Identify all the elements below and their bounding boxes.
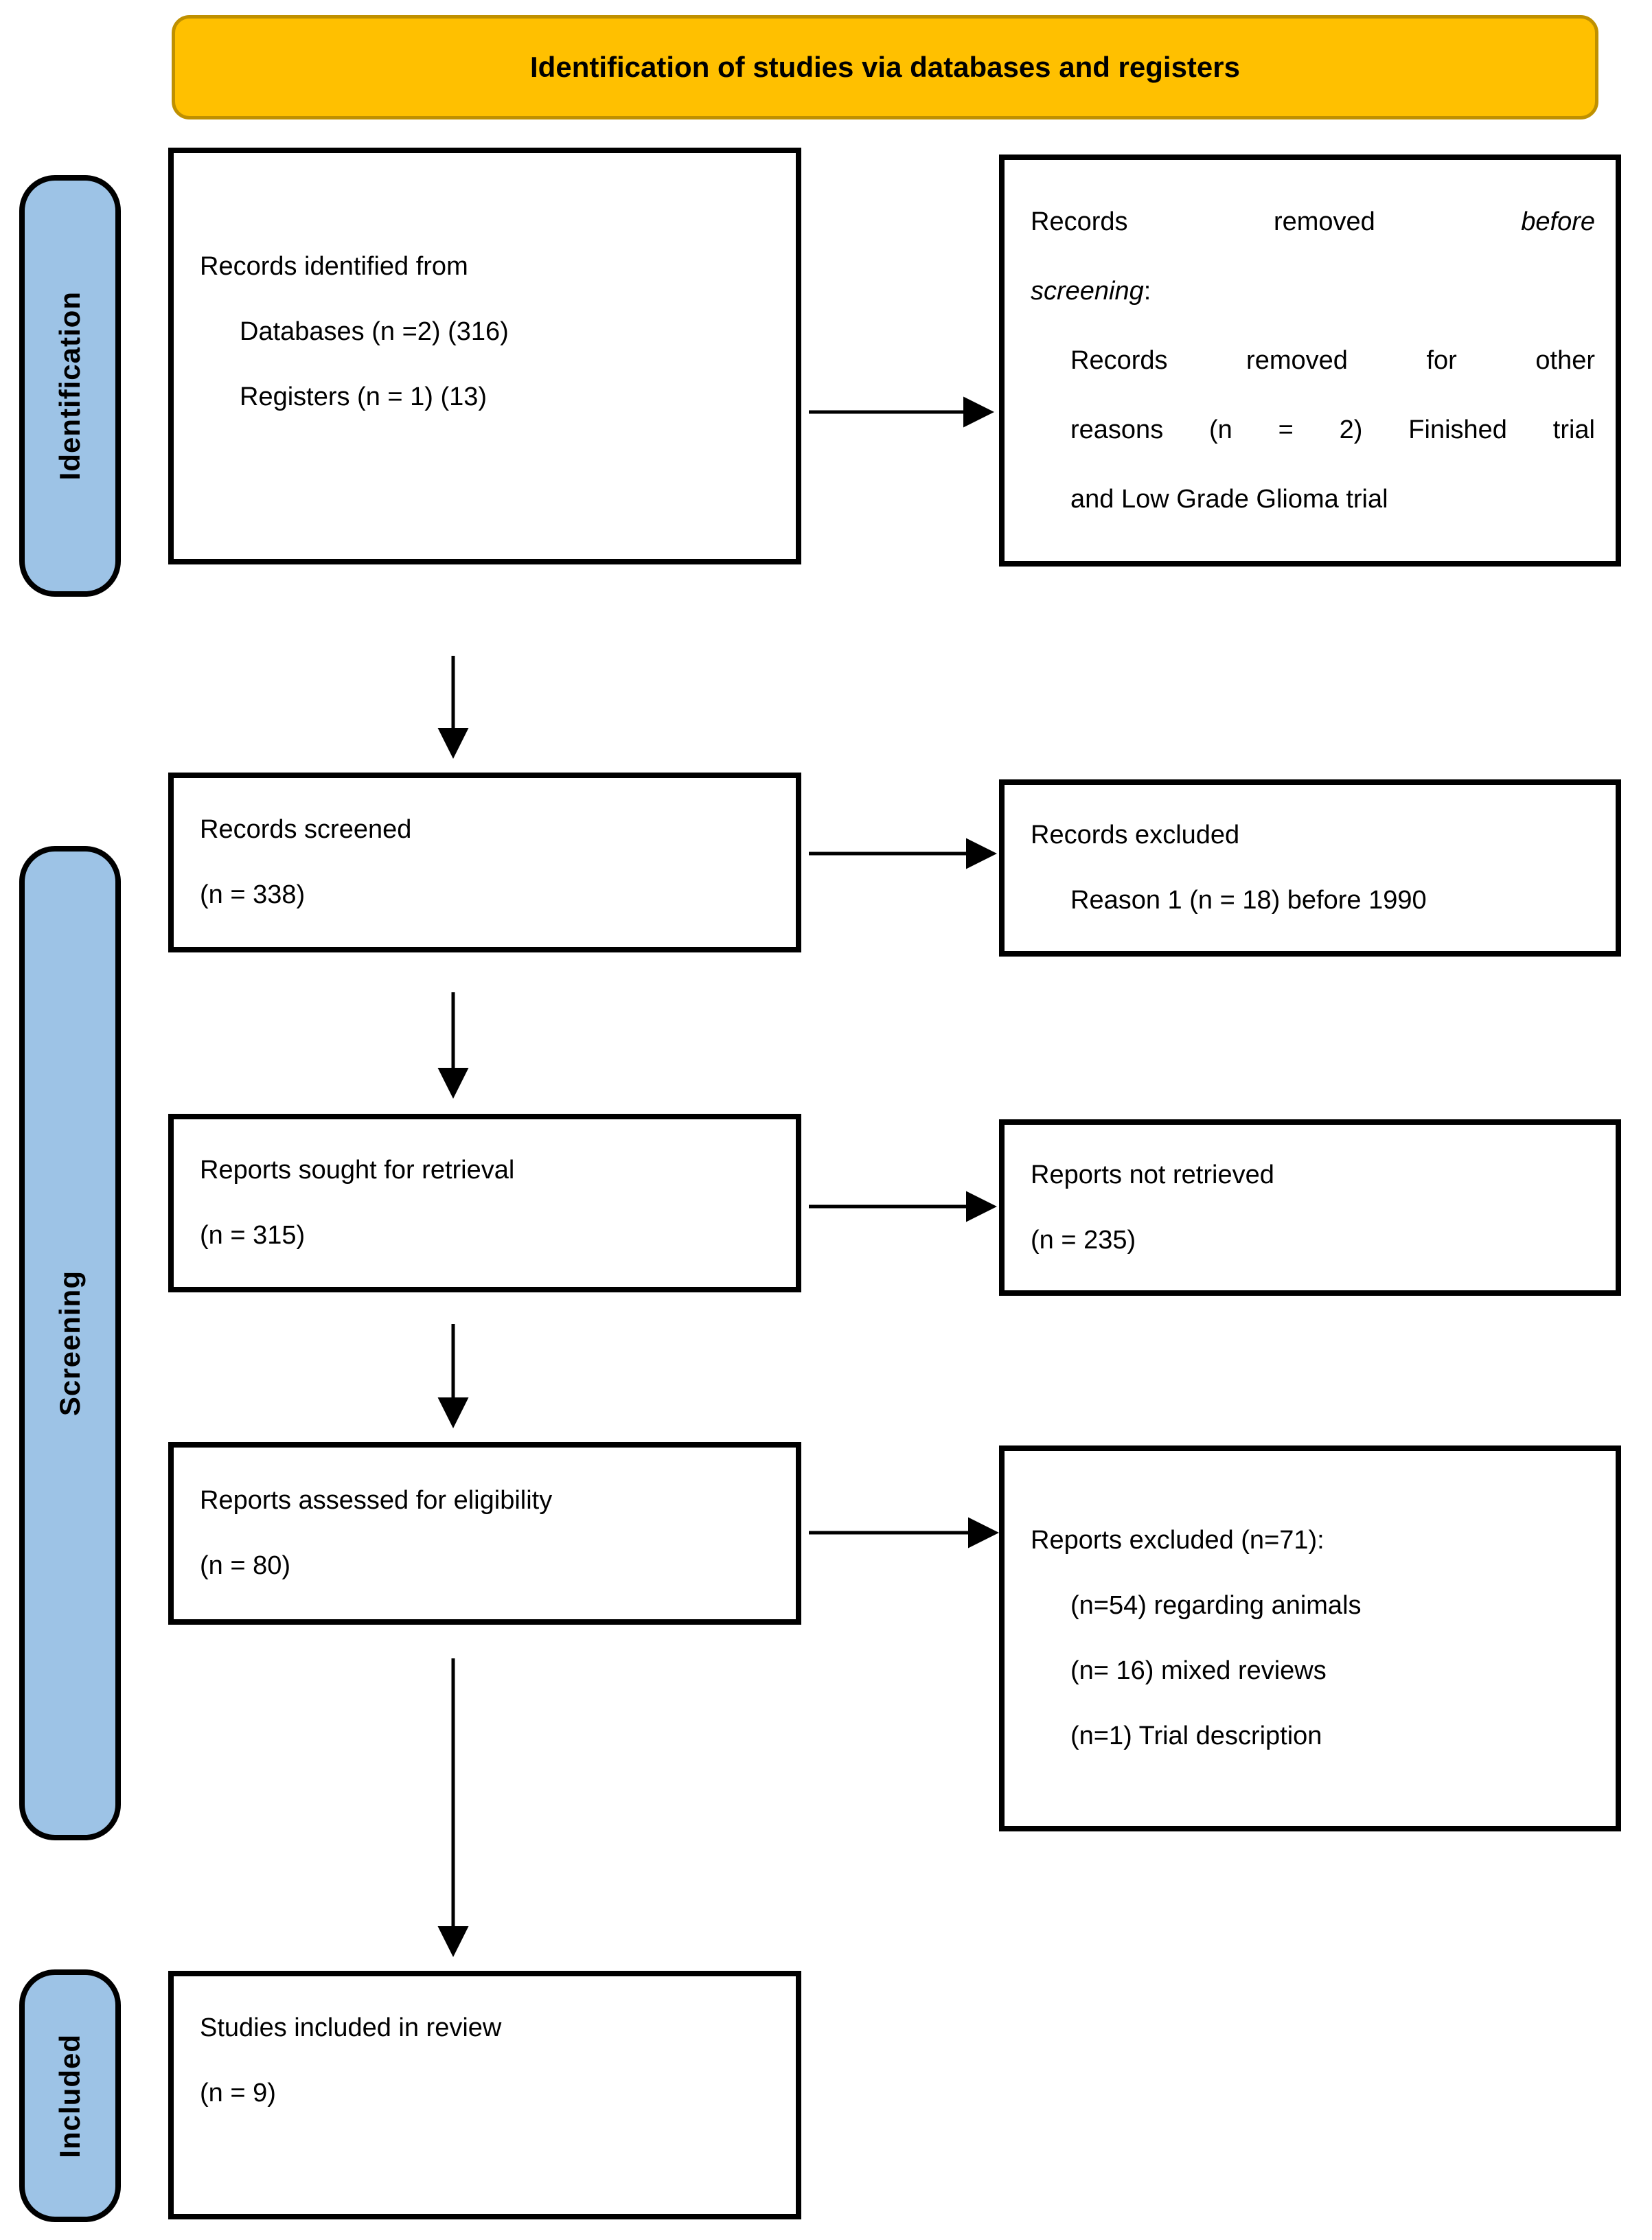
reports-sought-label: Reports sought for retrieval — [200, 1156, 515, 1185]
studies-included-label: Studies included in review — [200, 2013, 502, 2042]
records-excluded-box: Records excluded Reason 1 (n = 18) befor… — [999, 779, 1621, 957]
records-screened-count: (n = 338) — [200, 880, 306, 909]
reports-sought-count: (n = 315) — [200, 1221, 306, 1250]
reports-assessed-label: Reports assessed for eligibility — [200, 1486, 553, 1515]
records-identified-registers: Registers (n = 1) (13) — [240, 382, 487, 411]
records-removed-line2-italic: screening — [1031, 276, 1144, 306]
records-excluded-label: Records excluded — [1031, 821, 1240, 849]
reports-not-retrieved-box: Reports not retrieved (n = 235) — [999, 1119, 1621, 1296]
records-identified-box: Records identified from Databases (n =2)… — [168, 148, 801, 564]
reports-not-retrieved-count: (n = 235) — [1031, 1225, 1136, 1255]
studies-included-count: (n = 9) — [200, 2079, 276, 2107]
stage-screening: Screening — [19, 846, 121, 1840]
records-screened-box: Records screened (n = 338) — [168, 773, 801, 952]
records-removed-line3: Records removed for other — [1070, 345, 1595, 375]
records-identified-databases: Databases (n =2) (316) — [240, 317, 509, 346]
header-banner: Identification of studies via databases … — [172, 15, 1598, 119]
stage-identification: Identification — [19, 175, 121, 597]
reports-excluded-heading: Reports excluded (n=71): — [1031, 1526, 1324, 1555]
reports-excluded-box: Reports excluded (n=71): (n=54) regardin… — [999, 1445, 1621, 1831]
records-removed-line1-text: Records removed — [1031, 207, 1375, 236]
studies-included-box: Studies included in review (n = 9) — [168, 1971, 801, 2219]
stage-identification-label: Identification — [54, 291, 86, 481]
records-removed-line2-colon: : — [1143, 276, 1151, 306]
records-screened-label: Records screened — [200, 815, 412, 844]
stage-screening-label: Screening — [54, 1270, 86, 1417]
records-identified-heading: Records identified from — [200, 252, 468, 281]
stage-included: Included — [19, 1969, 121, 2222]
records-removed-box: Records removed before screening: Record… — [999, 155, 1621, 567]
records-removed-line1: Records removed before — [1031, 187, 1595, 257]
records-removed-line1-italic: before — [1521, 207, 1595, 236]
reports-not-retrieved-label: Reports not retrieved — [1031, 1160, 1274, 1189]
reports-assessed-box: Reports assessed for eligibility (n = 80… — [168, 1442, 801, 1625]
reports-excluded-item-mixed: (n= 16) mixed reviews — [1070, 1656, 1327, 1685]
records-removed-line5: and Low Grade Glioma trial — [1070, 484, 1388, 514]
stage-included-label: Included — [54, 2033, 86, 2158]
records-removed-line4: reasons (n = 2) Finished trial — [1070, 415, 1595, 444]
reports-excluded-item-trial: (n=1) Trial description — [1070, 1722, 1322, 1750]
reports-assessed-count: (n = 80) — [200, 1551, 291, 1580]
page-title: Identification of studies via databases … — [530, 51, 1240, 83]
records-excluded-reason: Reason 1 (n = 18) before 1990 — [1070, 886, 1427, 915]
reports-excluded-item-animals: (n=54) regarding animals — [1070, 1591, 1362, 1620]
records-removed-line2: screening: — [1031, 257, 1595, 326]
reports-sought-box: Reports sought for retrieval (n = 315) — [168, 1114, 801, 1292]
